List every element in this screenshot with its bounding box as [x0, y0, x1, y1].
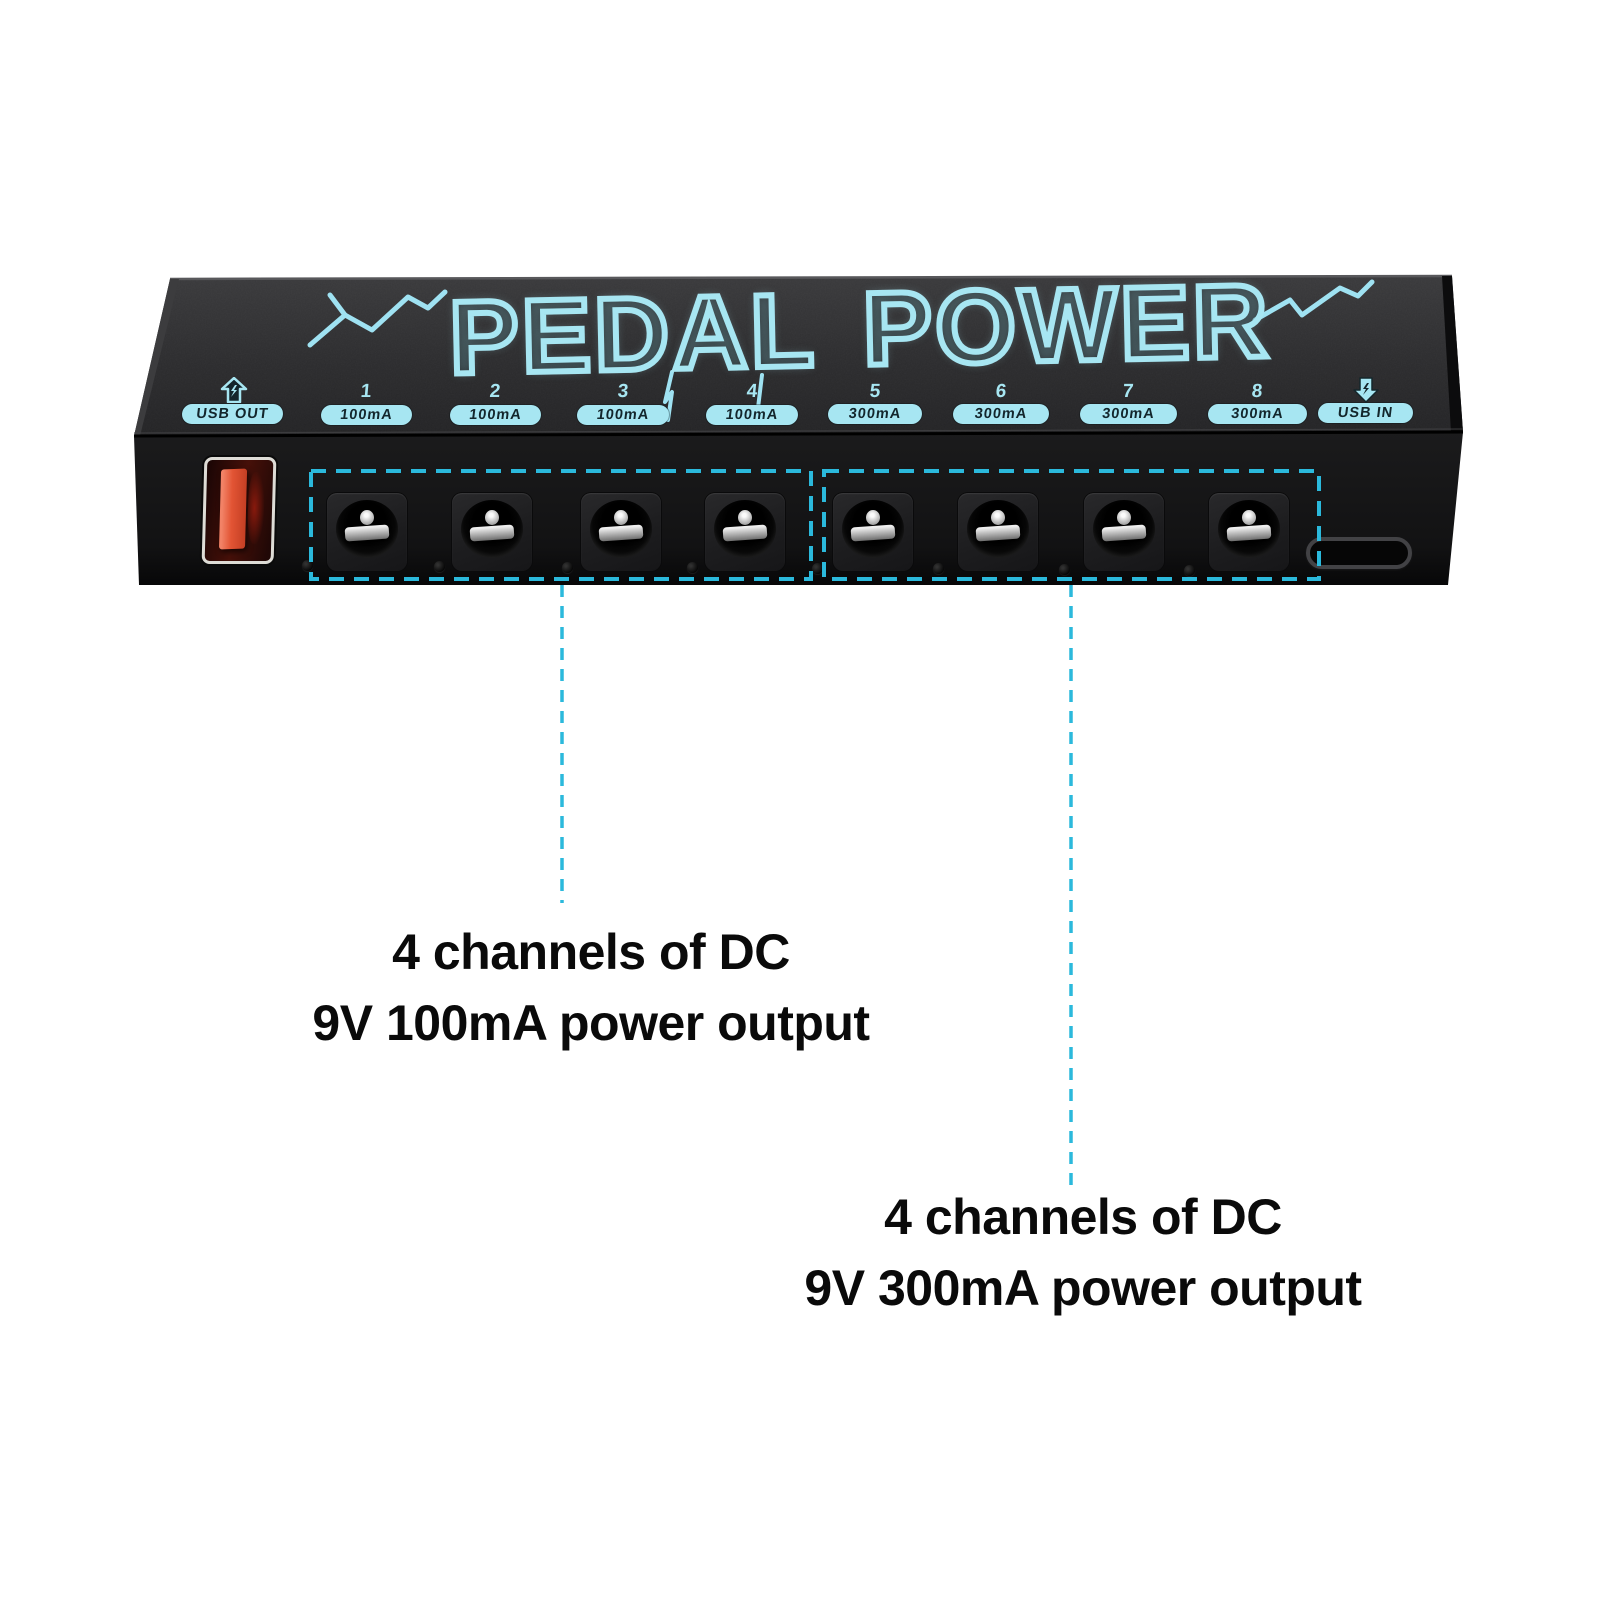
annotation-100ma-line1: 4 channels of DC [392, 924, 790, 980]
usb-a-output-port [201, 457, 277, 564]
channel-5-rating-label: 300mA [826, 404, 924, 424]
channel-4-rating-label: 100mA [704, 405, 800, 425]
annotation-100ma-line2: 9V 100mA power output [312, 995, 870, 1051]
lightning-bolt-graphics [307, 279, 1375, 422]
dc-jack-2 [452, 493, 532, 571]
left-edge-bevel [134, 279, 179, 436]
screw-dot [812, 563, 823, 574]
dc-jack-3 [581, 493, 661, 571]
arrow-down-lightning-icon [1353, 377, 1379, 403]
right-edge-bevel [1442, 276, 1463, 432]
channel-1-rating-label: 100mA [319, 405, 414, 425]
channel-3-rating-label: 100mA [575, 405, 671, 425]
channel-8-rating-label: 300mA [1206, 404, 1309, 424]
screw-dot [434, 561, 445, 572]
channel-2-number: 2 [488, 381, 502, 402]
annotation-100ma: 4 channels of DC 9V 100mA power output [181, 917, 1001, 1059]
ridge-highlight [134, 428, 1464, 434]
top-edge-highlight [169, 274, 1453, 281]
screw-dot [1184, 565, 1195, 576]
ridge-edge [134, 430, 1464, 438]
arrow-up-lightning-icon [220, 377, 248, 403]
channel-6-rating-label: 300mA [951, 404, 1051, 424]
channel-7-number: 7 [1121, 381, 1135, 402]
dc-jack-5 [833, 493, 913, 571]
screw-dot [302, 560, 313, 571]
usb-c-input-port [1306, 537, 1412, 569]
channel-7-rating-label: 300mA [1078, 404, 1179, 424]
usb-in-label: USB IN [1316, 403, 1415, 423]
channel-8-number: 8 [1250, 381, 1264, 402]
channel-6-number: 6 [994, 381, 1008, 402]
dc-jack-7 [1084, 493, 1164, 571]
annotation-300ma-line1: 4 channels of DC [884, 1189, 1282, 1245]
dc-jack-4 [705, 493, 785, 571]
screw-dot [933, 563, 944, 574]
usb-a-orange-tongue [218, 468, 248, 550]
dc-jack-8 [1209, 493, 1289, 571]
dc-jack-6 [958, 493, 1038, 571]
screw-dot [687, 562, 698, 573]
screw-dot [562, 562, 573, 573]
product-title-graphic: PEDAL POWER [445, 260, 1275, 399]
screw-dot [1059, 564, 1070, 575]
channel-1-number: 1 [359, 381, 373, 402]
usb-out-label: USB OUT [180, 404, 285, 424]
channel-5-number: 5 [868, 381, 882, 402]
dc-jack-1 [327, 493, 407, 571]
channel-4-number: 4 [745, 381, 759, 402]
usb-a-inner-glow [247, 472, 266, 544]
annotation-300ma: 4 channels of DC 9V 300mA power output [673, 1182, 1493, 1324]
channel-3-number: 3 [616, 381, 630, 402]
annotation-300ma-line2: 9V 300mA power output [804, 1260, 1362, 1316]
channel-2-rating-label: 100mA [448, 405, 543, 425]
